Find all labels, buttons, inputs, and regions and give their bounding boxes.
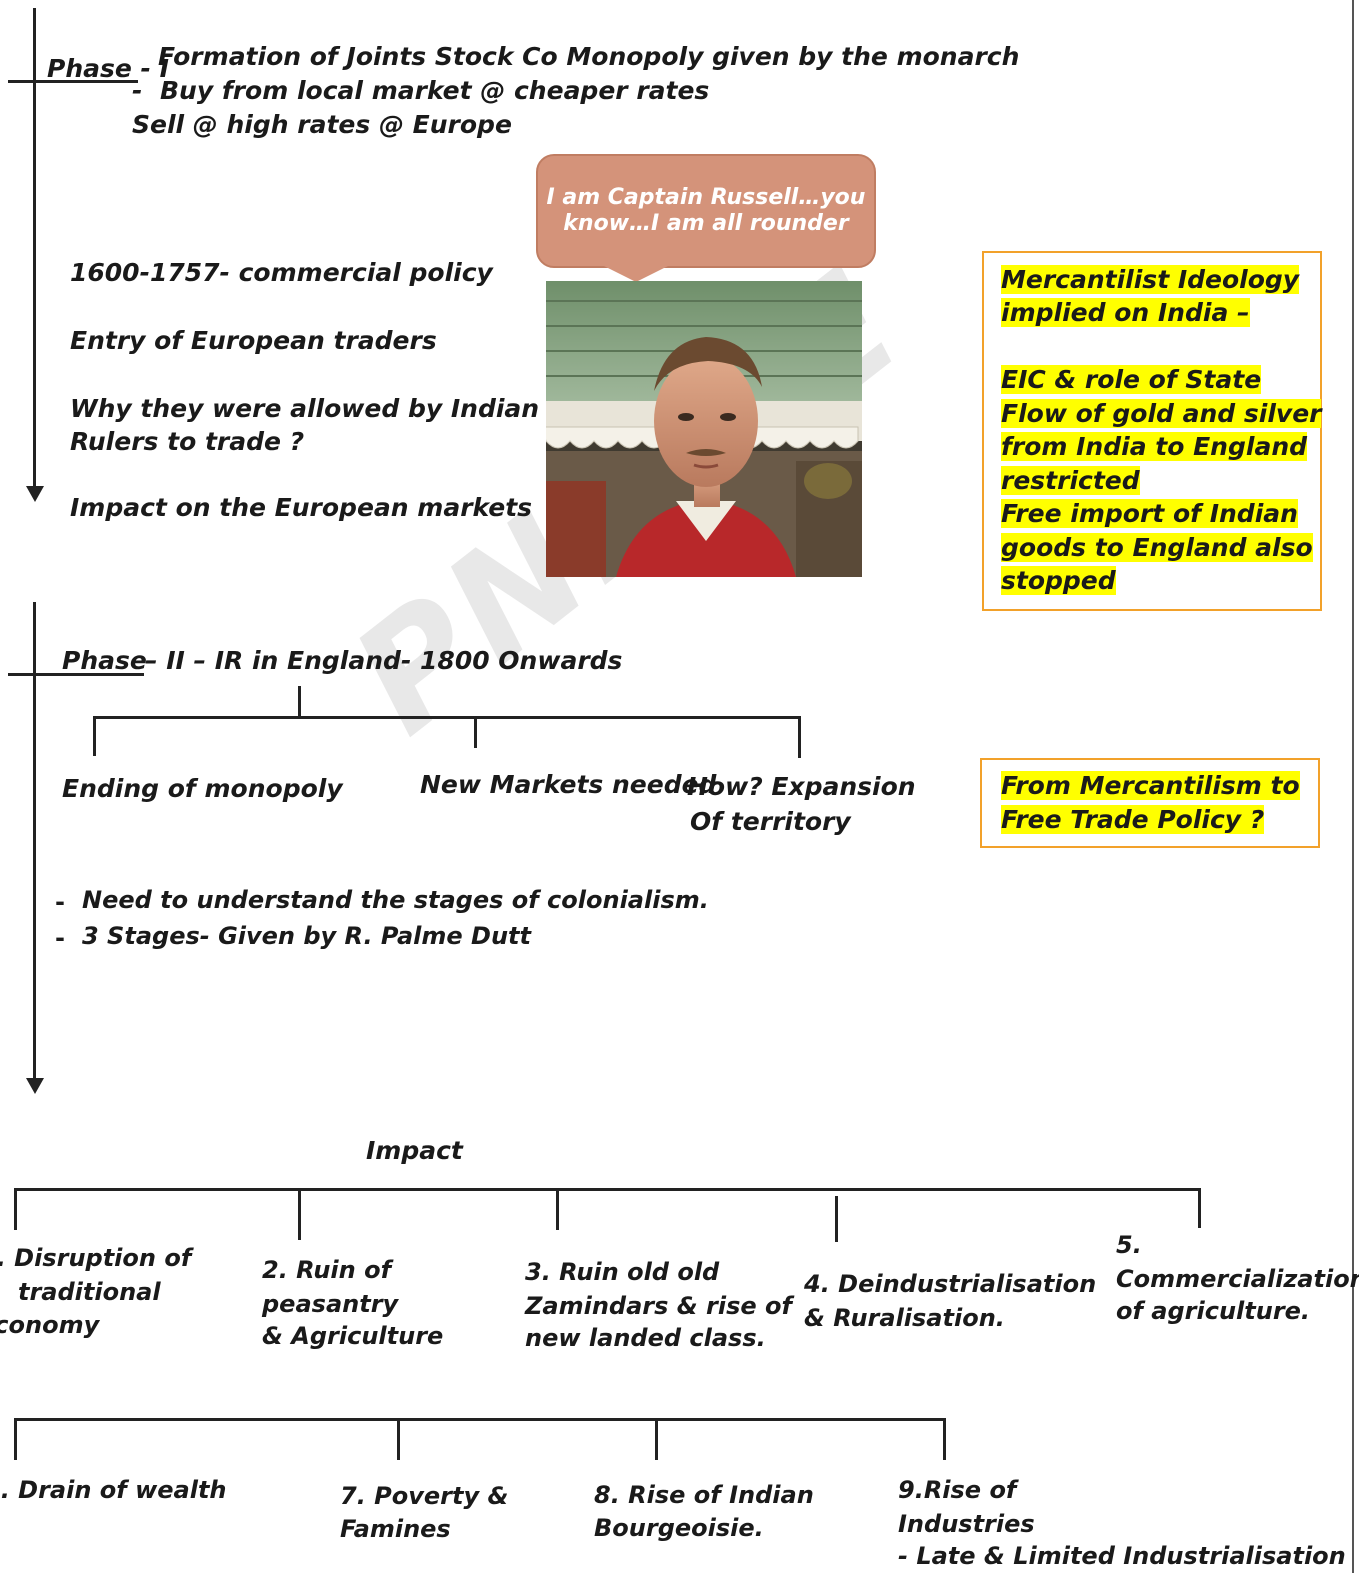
mercantilist-text-4: Flow of gold and silver — [1001, 399, 1322, 428]
impact-9-line2: Industries — [898, 1510, 1035, 1538]
impact-5-line3: of agriculture. — [1116, 1297, 1311, 1325]
phase2-title: – II – IR in England- 1800 Onwards — [145, 646, 623, 675]
phase2-label: Phase — [62, 646, 147, 675]
timeline-1-arrow — [26, 486, 44, 502]
note-why-allowed: Why they were allowed by Indian — [70, 394, 540, 423]
impact-row1-leg-2 — [298, 1188, 301, 1240]
phase2-branch-bar — [93, 716, 801, 719]
bullet-dash-1: - — [55, 888, 65, 916]
impact-7-line2: Famines — [340, 1515, 451, 1543]
impact-3-line2: Zamindars & rise of — [525, 1292, 792, 1320]
impact-1-line1: 1. Disruption of — [0, 1244, 192, 1272]
impact-3-line3: new landed class. — [525, 1324, 766, 1352]
mercantilist-line-5: from India to England — [1001, 430, 1308, 463]
phase1-tick — [8, 80, 138, 83]
impact-row2-leg-4 — [943, 1418, 946, 1460]
note-impact-european: Impact on the European markets — [70, 493, 533, 522]
mercantilist-line-6: restricted — [1001, 464, 1140, 497]
mercantilist-line-2: implied on India – — [1001, 296, 1250, 329]
impact-3-line1: 3. Ruin old old — [525, 1258, 720, 1286]
phase2-branch-leg-3 — [798, 716, 801, 758]
phase1-label: Phase - I — [47, 54, 169, 83]
impact-9-line1: 9.Rise of — [898, 1476, 1017, 1504]
free-trade-line-1: From Mercantilism to — [1001, 769, 1300, 802]
free-trade-text-1: From Mercantilism to — [1001, 771, 1300, 800]
impact-8-line1: 8. Rise of Indian — [594, 1481, 814, 1509]
timeline-2-arrow — [26, 1078, 44, 1094]
mercantilist-text-2: implied on India – — [1001, 298, 1250, 327]
mercantilist-text-7: Free import of Indian — [1001, 499, 1298, 528]
mercantilist-text-9: stopped — [1001, 566, 1116, 595]
mercantilist-line-8: goods to England also — [1001, 531, 1313, 564]
phase2-branch-stem — [298, 686, 301, 718]
impact-4-line1: 4. Deindustrialisation — [804, 1270, 1097, 1298]
impact-7-line1: 7. Poverty & — [340, 1482, 509, 1510]
page-edge-line — [1352, 0, 1354, 1573]
note-european-traders: Entry of European traders — [70, 326, 437, 355]
mercantilist-line-4: Flow of gold and silver — [1001, 397, 1322, 430]
impact-9-line3: - Late & Limited Industrialisation — [898, 1542, 1346, 1570]
impact-6-line1: 6. Drain of wealth — [0, 1476, 227, 1504]
branch-expansion: How? Expansion — [687, 772, 916, 801]
branch-new-markets: New Markets needed — [420, 770, 717, 799]
bubble-line1: I am Captain Russell…you — [546, 185, 866, 210]
phase1-line3: Sell @ high rates @ Europe — [132, 110, 512, 139]
impact-1-line2: traditional — [18, 1278, 161, 1306]
impact-row2-bar — [14, 1418, 946, 1421]
impact-row1-leg-3 — [556, 1188, 559, 1230]
impact-title: Impact — [366, 1136, 463, 1165]
bullet-dash-2: - — [55, 924, 65, 952]
impact-2-line1: 2. Ruin of — [262, 1256, 392, 1284]
phase2-branch-leg-1 — [93, 716, 96, 756]
note-commercial-policy: 1600-1757- commercial policy — [70, 258, 493, 287]
note-rulers-trade: Rulers to trade ? — [70, 427, 305, 456]
phase2-branch-leg-2 — [474, 716, 477, 748]
phase1-line2: Buy from local market @ cheaper rates — [160, 76, 710, 105]
mercantilist-text-3: EIC & role of State — [1001, 365, 1262, 394]
speech-bubble: I am Captain Russell…you know…I am all r… — [536, 154, 876, 268]
mercantilist-line-3: EIC & role of State — [1001, 363, 1262, 396]
impact-2-line2: peasantry — [262, 1290, 399, 1318]
impact-row2-leg-2 — [397, 1418, 400, 1460]
timeline-1-line — [33, 8, 36, 488]
branch-ending-monopoly: Ending of monopoly — [62, 774, 343, 803]
impact-8-line2: Bourgeoisie. — [594, 1514, 764, 1542]
impact-row1-leg-5 — [1198, 1188, 1201, 1228]
phase1-line1: Formation of Joints Stock Co Monopoly gi… — [158, 42, 1020, 71]
impact-row1-leg-4 — [835, 1196, 838, 1242]
bubble-line2: know…I am all rounder — [563, 211, 849, 236]
impact-row2-leg-3 — [655, 1418, 658, 1460]
captain-russell-photo — [546, 281, 862, 577]
phase2-tick — [8, 673, 144, 676]
free-trade-text-2: Free Trade Policy ? — [1001, 805, 1265, 834]
phase1-dash: - — [132, 76, 143, 105]
impact-5-line2: Commercialization — [1116, 1265, 1359, 1293]
free-trade-line-2: Free Trade Policy ? — [1001, 803, 1265, 836]
impact-1-line3: economy — [0, 1311, 100, 1339]
speech-bubble-tail — [600, 264, 672, 282]
mercantilist-text-1: Mercantilist Ideology — [1001, 265, 1300, 294]
mercantilist-text-8: goods to England also — [1001, 533, 1313, 562]
impact-5-line1: 5. — [1116, 1231, 1142, 1259]
impact-row2-leg-1 — [14, 1418, 17, 1460]
mercantilist-text-6: restricted — [1001, 466, 1140, 495]
timeline-2-line — [33, 602, 36, 1078]
branch-territory: Of territory — [690, 807, 851, 836]
impact-row1-bar — [14, 1188, 1201, 1191]
bullet-stages-colonialism: Need to understand the stages of colonia… — [82, 886, 709, 914]
mercantilist-line-9: stopped — [1001, 564, 1116, 597]
impact-row1-leg-1 — [14, 1188, 17, 1230]
mercantilist-line-1: Mercantilist Ideology — [1001, 263, 1300, 296]
impact-4-line2: & Ruralisation. — [804, 1304, 1005, 1332]
bullet-palme-dutt: 3 Stages- Given by R. Palme Dutt — [82, 922, 532, 950]
mercantilist-line-7: Free import of Indian — [1001, 497, 1298, 530]
impact-2-line3: & Agriculture — [262, 1322, 444, 1350]
mercantilist-text-5: from India to England — [1001, 432, 1308, 461]
